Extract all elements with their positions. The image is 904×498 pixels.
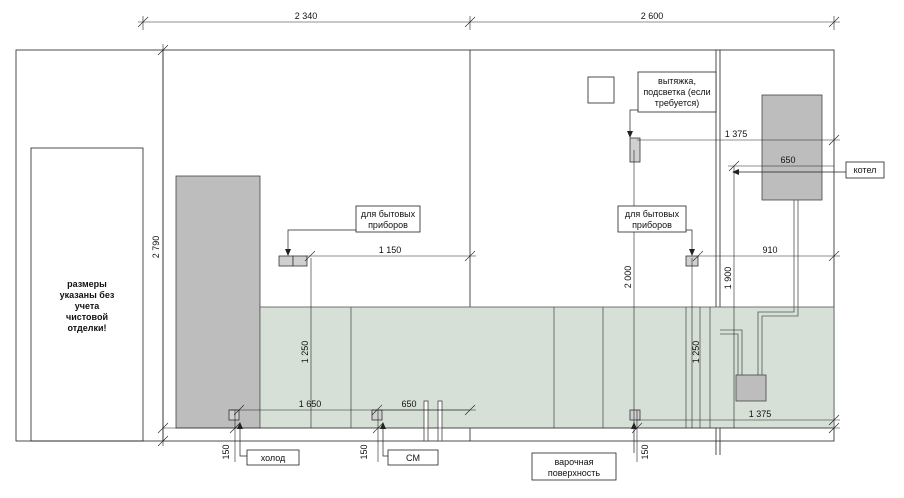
- label-box-sm: [387, 449, 439, 466]
- label-appliance-left: приборов: [368, 220, 408, 230]
- dim-text-socket-right-v: 1 250: [691, 341, 701, 364]
- leader-cold: [239, 424, 247, 457]
- dim-text-boiler-1900: 1 900: [723, 267, 733, 290]
- note-line: размеры: [67, 279, 107, 289]
- filter-unit: [735, 374, 767, 402]
- tall-unit: [175, 175, 261, 429]
- dim-text-socket-left-v: 1 250: [300, 341, 310, 364]
- pipe-to-filter: [720, 333, 739, 375]
- socket-sm: [371, 409, 383, 421]
- dim-text-boiler-650: 650: [780, 155, 795, 165]
- note-line: учета: [75, 301, 101, 311]
- label-hood: требуется): [655, 98, 700, 108]
- leader-appliance-right: [620, 229, 693, 254]
- label-hood: вытяжка,: [658, 76, 696, 86]
- dim-text-hood-1375: 1 375: [725, 129, 748, 139]
- label-box-appliance-left: [355, 205, 421, 233]
- boiler-pipe: [761, 200, 799, 375]
- note-line: отделки!: [67, 323, 106, 333]
- dim-text-socket-left-h: 1 150: [379, 245, 402, 255]
- leader-sm: [382, 424, 388, 457]
- dim-text-top-right: 2 600: [641, 11, 664, 21]
- socket-left-b: [292, 255, 308, 267]
- door-opening: [30, 147, 144, 442]
- hood-socket: [629, 137, 641, 163]
- label-appliance-left: для бытовых: [361, 209, 416, 219]
- pipe-to-filter: [720, 329, 743, 375]
- label-boiler: котел: [854, 165, 877, 175]
- label-box-boiler: [845, 161, 885, 179]
- sm-pipe: [437, 400, 443, 442]
- dim-text-top-left: 2 340: [295, 11, 318, 21]
- dim-text-height: 2 790: [151, 236, 161, 259]
- sm-pipe: [423, 400, 429, 442]
- dim-text-150-left: 150: [221, 444, 231, 459]
- note-line: указаны без: [60, 290, 115, 300]
- dim-text-150-right: 150: [640, 444, 650, 459]
- socket-stove: [629, 409, 641, 421]
- label-sm: СМ: [406, 453, 420, 463]
- dim-text-stove-v: 2 000: [623, 266, 633, 289]
- label-cold: холод: [261, 453, 286, 463]
- label-appliance-right: для бытовых: [625, 209, 680, 219]
- dim-text-910: 910: [762, 245, 777, 255]
- leader-appliance-left: [287, 229, 358, 254]
- dim-text-150-mid: 150: [359, 444, 369, 459]
- boiler: [761, 94, 823, 201]
- dim-text-1650: 1 650: [299, 399, 322, 409]
- label-stove: поверхность: [548, 468, 601, 478]
- label-box-cold: [246, 449, 300, 466]
- label-box-stove: [531, 452, 617, 481]
- label-stove: варочная: [554, 457, 593, 467]
- label-hood: подсветка (если: [643, 87, 710, 97]
- label-appliance-right: приборов: [632, 220, 672, 230]
- label-box-appliance-right: [617, 205, 687, 233]
- note-line: чистовой: [66, 312, 108, 322]
- dim-text-bottom-right-1375: 1 375: [749, 409, 772, 419]
- leader-hood: [629, 109, 640, 136]
- label-box-hood: [637, 71, 717, 113]
- socket-left-a: [278, 255, 294, 267]
- dim-text-650: 650: [401, 399, 416, 409]
- hood-vent-square: [587, 76, 615, 104]
